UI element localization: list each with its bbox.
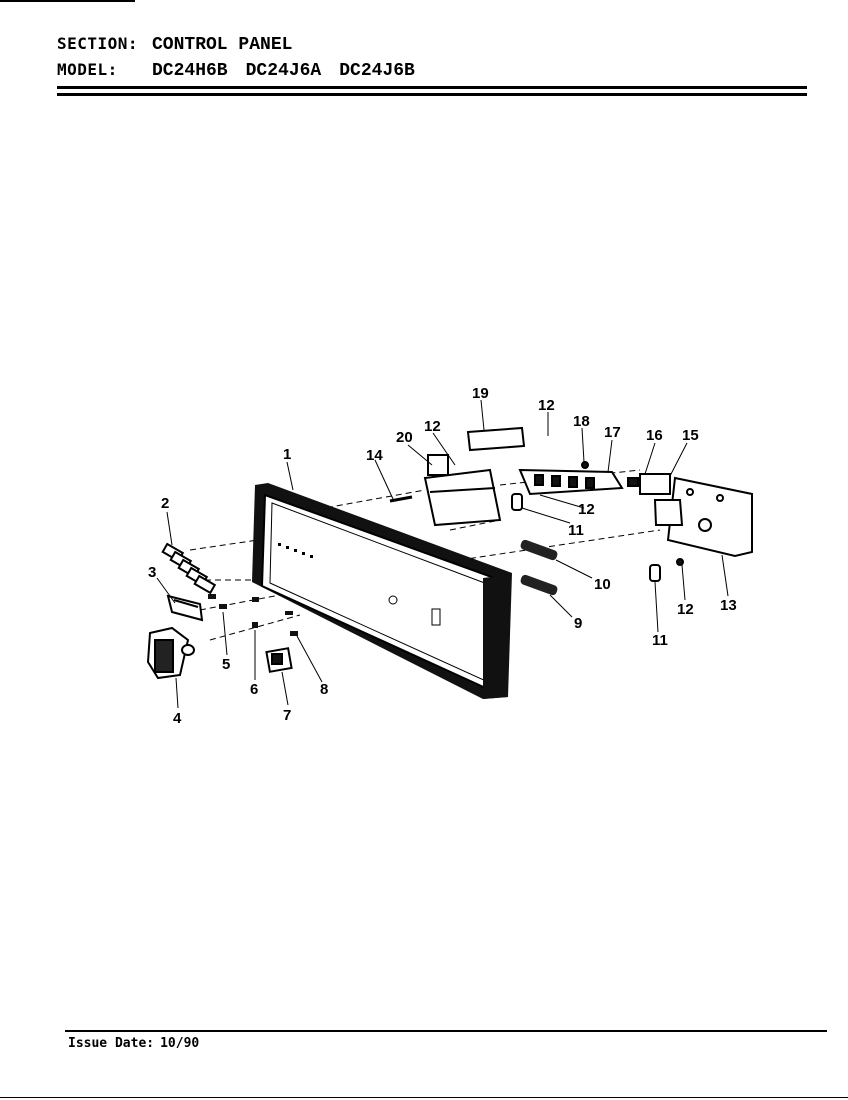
section-row: SECTION: CONTROL PANEL <box>57 34 415 60</box>
callout-11: 11 <box>568 522 584 539</box>
issue-date-value: 10/90 <box>160 1036 200 1051</box>
callout-15: 15 <box>682 427 699 444</box>
callout-12b: 12 <box>677 601 694 618</box>
issue-date-label: Issue Date: <box>68 1036 155 1051</box>
footer-rule <box>65 1030 827 1032</box>
callout-20: 20 <box>396 429 413 446</box>
callout-2: 2 <box>161 495 169 512</box>
part-small-fasteners <box>208 594 298 636</box>
callout-18: 18 <box>573 413 590 430</box>
top-edge-rule <box>0 0 135 2</box>
part-control-module <box>653 476 753 558</box>
callout-4: 4 <box>173 710 182 727</box>
callout-1: 1 <box>283 446 291 463</box>
callout-numbers: 1 2 3 4 5 6 7 8 9 10 11 11 12 12 12 12 1… <box>148 385 737 727</box>
callout-5: 5 <box>222 656 230 673</box>
model-list: DC24H6B DC24J6A DC24J6B <box>152 61 415 81</box>
model-number: DC24J6B <box>339 61 415 81</box>
callout-12: 12 <box>578 501 595 518</box>
part-indicator-lamps <box>520 539 558 596</box>
part-button-bracket <box>166 594 204 622</box>
part-screw <box>389 495 413 503</box>
callout-9: 9 <box>574 615 582 632</box>
callout-19: 19 <box>472 385 489 402</box>
section-label: SECTION: <box>57 34 139 53</box>
model-row: MODEL: DC24H6B DC24J6A DC24J6B <box>57 60 415 86</box>
callout-16: 16 <box>646 427 663 444</box>
header: SECTION: CONTROL PANEL MODEL: DC24H6B DC… <box>57 34 415 86</box>
callout-11b: 11 <box>652 632 668 649</box>
part-terminal-block <box>627 473 671 495</box>
part-timer-knob <box>146 626 195 680</box>
model-number: DC24J6A <box>245 61 322 81</box>
callout-leaders <box>156 399 729 709</box>
bottom-edge-rule <box>0 1097 848 1098</box>
section-value: CONTROL PANEL <box>152 35 293 55</box>
model-label: MODEL: <box>57 60 118 79</box>
callout-3: 3 <box>148 564 156 581</box>
callout-6: 6 <box>250 681 258 698</box>
part-push-buttons <box>161 542 217 595</box>
model-number: DC24H6B <box>152 61 228 81</box>
callout-13: 13 <box>720 597 737 614</box>
part-mounting-brackets <box>423 426 526 527</box>
part-control-panel <box>252 483 512 699</box>
header-rule-thick <box>57 86 807 89</box>
callout-10: 10 <box>594 576 611 593</box>
footer: Issue Date: 10/90 <box>68 1036 199 1051</box>
callout-7: 7 <box>283 707 291 724</box>
callout-8: 8 <box>320 681 328 698</box>
part-rocker-switch <box>265 647 293 673</box>
callout-12c: 12 <box>538 397 555 414</box>
callout-12d: 12 <box>424 418 441 435</box>
part-clips <box>511 461 684 582</box>
callout-17: 17 <box>604 424 621 441</box>
callout-14: 14 <box>366 447 383 464</box>
header-rule-thin <box>57 93 807 96</box>
part-switch-block <box>518 468 624 496</box>
